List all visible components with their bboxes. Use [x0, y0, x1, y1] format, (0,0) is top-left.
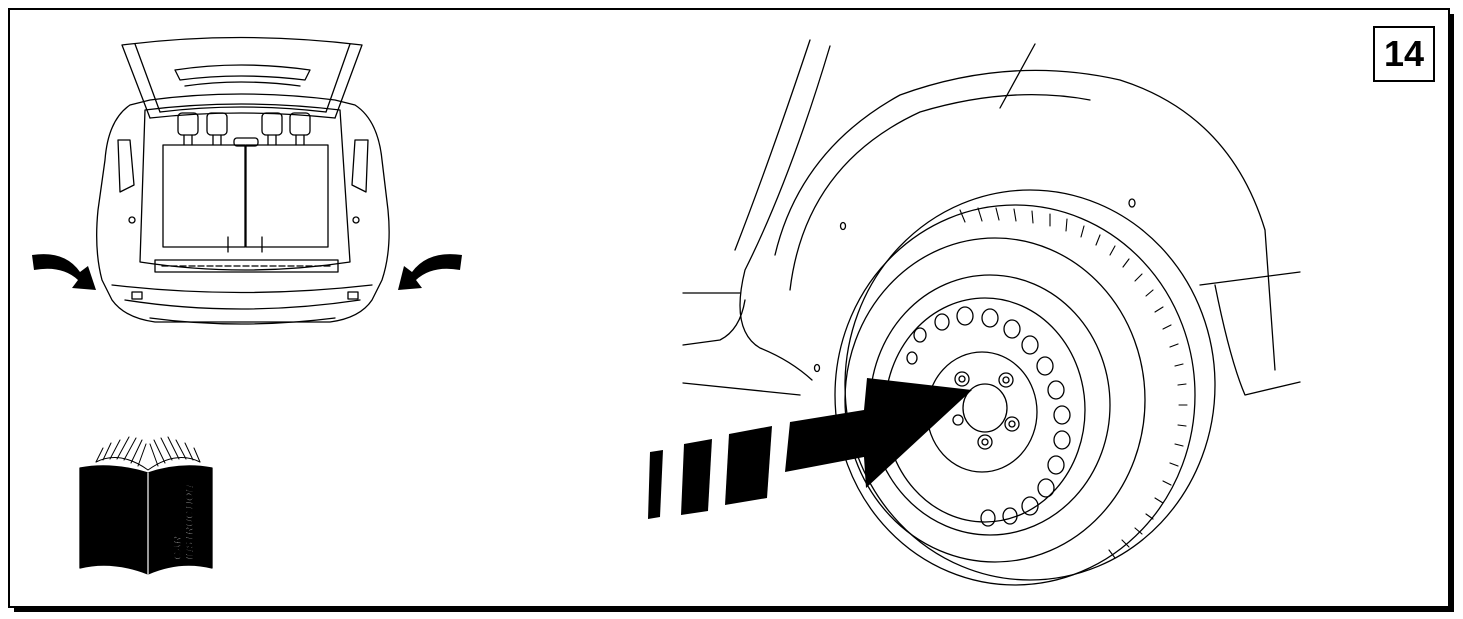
direction-arrow [648, 378, 972, 519]
car-rear-view [96, 36, 390, 325]
step-number: 14 [1383, 33, 1425, 74]
wheel-arch [682, 39, 1301, 396]
illustration-frame [8, 8, 1450, 608]
right-curved-arrow [398, 254, 462, 290]
manual-label: CAR INSTRUCTION [172, 484, 196, 560]
manual-book-icon: CAR INSTRUCTION [79, 436, 213, 575]
step-number-badge: 14 [1373, 26, 1435, 82]
spare-wheel [834, 189, 1216, 586]
left-curved-arrow [32, 254, 96, 290]
